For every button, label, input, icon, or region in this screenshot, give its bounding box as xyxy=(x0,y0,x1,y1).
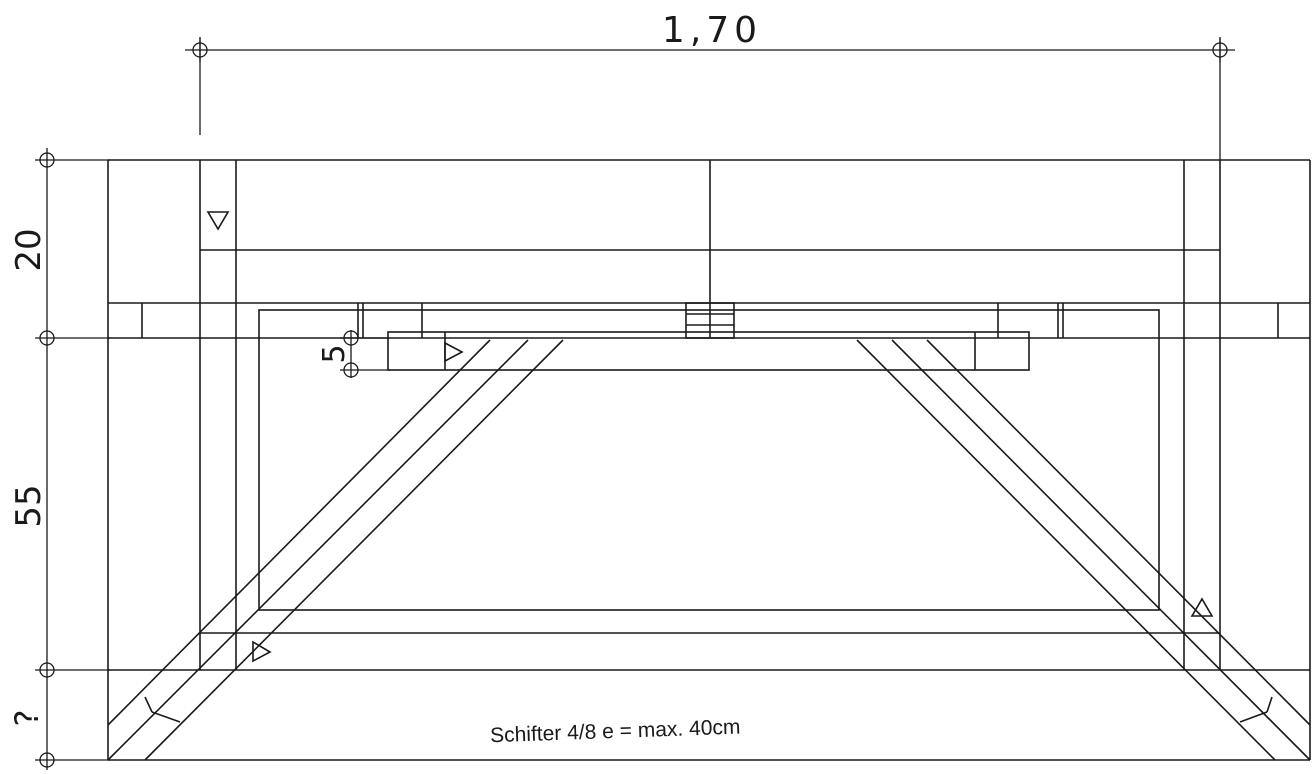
dimension-marker-icon xyxy=(39,330,55,346)
bottom-height-label: ? xyxy=(8,710,46,727)
triangle-arrow-icon xyxy=(252,640,272,663)
right-post xyxy=(1183,160,1221,670)
thickness-label: 5 xyxy=(317,344,352,363)
right-brace xyxy=(856,339,1311,761)
outer-frame xyxy=(107,159,1311,761)
height-dimension-chain: 20 55 ? xyxy=(8,148,110,770)
top-beam xyxy=(108,160,1310,339)
left-post xyxy=(199,160,237,670)
middle-height-label: 55 xyxy=(9,484,49,527)
dimension-marker-icon xyxy=(192,38,208,62)
dimension-marker-icon xyxy=(39,662,55,678)
rafter-note: Schifter 4/8 e = max. 40cm xyxy=(490,716,741,748)
inner-frame xyxy=(200,309,1220,634)
triangle-arrow-icon xyxy=(444,341,464,363)
width-dimension: 1,70 xyxy=(185,10,1235,160)
top-height-label: 20 xyxy=(9,228,49,271)
triangle-arrow-icon xyxy=(206,211,230,231)
center-connection xyxy=(685,302,735,339)
left-brace xyxy=(107,339,564,761)
dimension-marker-icon xyxy=(39,152,55,168)
dimension-marker-icon xyxy=(39,752,55,768)
triangle-arrow-icon xyxy=(1190,597,1214,617)
dimension-marker-icon xyxy=(343,362,359,378)
dimension-marker-icon xyxy=(1212,38,1228,62)
width-dimension-label: 1,70 xyxy=(662,10,762,51)
